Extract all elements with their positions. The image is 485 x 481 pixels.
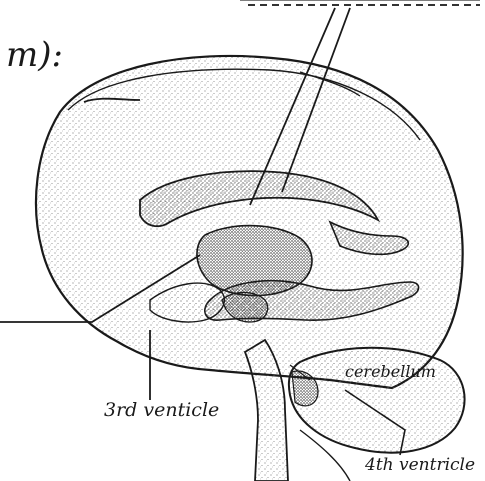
cerebrum-outline [36, 56, 463, 388]
label-cerebellum: cerebellum [345, 362, 436, 381]
label-third-ventricle: 3rd venticle [104, 399, 219, 421]
header-fragment: m): [6, 35, 63, 75]
label-fourth-ventricle: 4th ventricle [364, 455, 475, 475]
